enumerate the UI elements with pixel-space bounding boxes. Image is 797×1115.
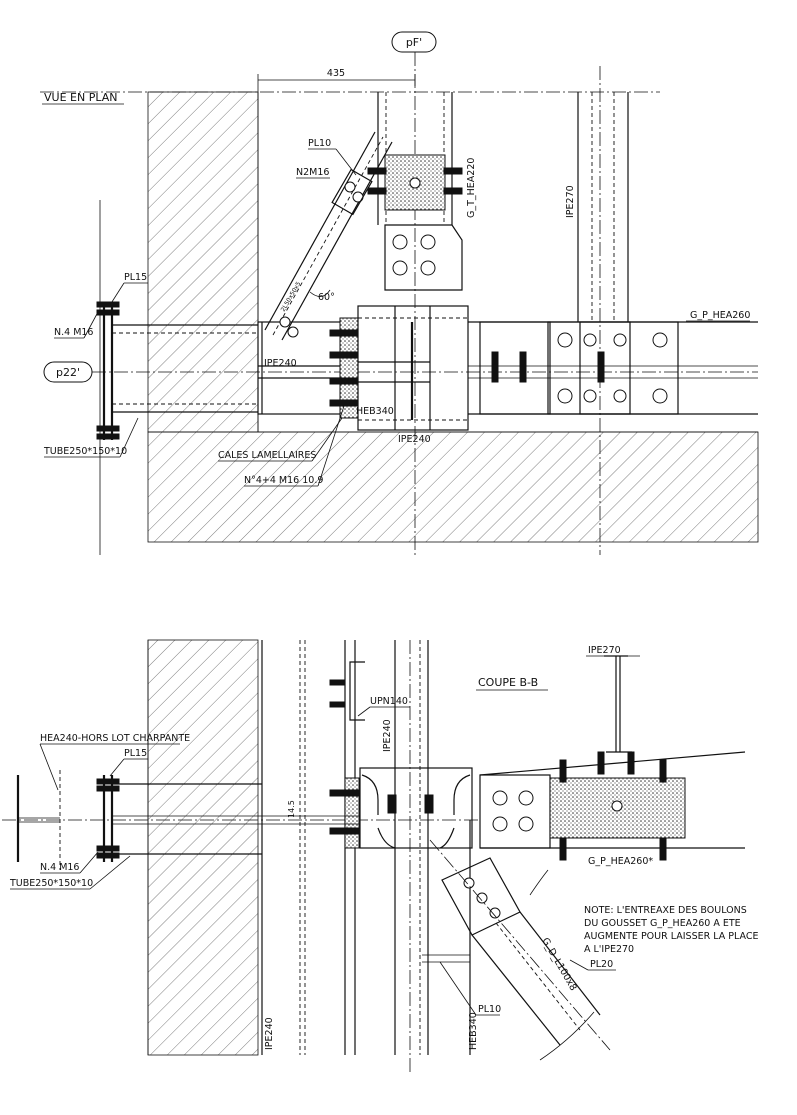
label-plan-cales: CALES LAMELLAIRES [218,450,316,461]
label-plan-ipe240-bottom: IPE240 [398,434,431,445]
section-note: NOTE: L'ENTREAXE DES BOULONS DU GOUSSET … [584,905,758,955]
svg-text:pF': pF' [406,36,422,49]
section-ipe270 [604,655,632,753]
plan-ipe270 [577,92,629,322]
label-section-pl15: PL15 [124,748,147,759]
note-line-3: AUGMENTE POUR LAISSER LA PLACE [584,931,758,942]
label-section-tube: TUBE250*150*10 [9,878,93,889]
section-hea260-inclined [479,751,746,861]
label-section-n4m16: N.4 M16 [40,862,79,873]
label-section-ipe270: IPE270 [588,645,621,656]
label-section-heb340: HEB340 [468,1012,479,1050]
section-wall [147,639,259,1056]
label-plan-n2m16: N2M16 [296,167,329,178]
note-line-4: A L'IPE270 [584,944,634,955]
dimension-435: 435 [327,68,345,79]
label-section-upn140: UPN140 [370,696,408,707]
plan-view-title: VUE EN PLAN [44,91,117,104]
label-section-ipe240-bottom: IPE240 [264,1017,275,1050]
note-line-2: DU GOUSSET G_P_HEA260 A ETE [584,918,741,929]
section-diagonal-l100 [429,839,611,1061]
label-section-pl20: PL20 [590,959,613,970]
plan-wall-vertical [147,91,259,433]
plan-hea220-column [367,92,463,291]
label-plan-ipe240-left: IPE240 [264,358,297,369]
label-section-ipe240-top: IPE240 [382,719,393,752]
label-plan-n4m16: N.4 M16 [54,327,93,338]
section-view: HEA240-HORS LOT CHARPANTE PL15 N.4 M16 T… [2,639,758,1075]
label-plan-pl10: PL10 [308,138,331,149]
label-plan-ipe270: IPE270 [565,185,576,218]
label-plan-hea220: G_T_HEA220 [466,158,477,218]
axis-bubble-pF: pF' [391,31,437,53]
plan-wall-horizontal [147,431,759,543]
label-plan-heb340: HEB340 [356,406,394,417]
label-plan-angle: 60° [318,292,335,303]
label-section-hea260: G_P_HEA260* [588,856,653,867]
plan-tube-bolts [96,301,120,440]
axis-bubble-p22: p22' [43,361,93,383]
svg-text:p22': p22' [56,366,80,379]
label-plan-hea260: G_P_HEA260 [690,310,750,321]
plan-diagonal-brace [264,131,393,341]
label-section-pl10: PL10 [478,1004,501,1015]
section-upn140 [329,661,365,721]
plan-hea260 [468,321,758,415]
label-section-hea240-hors-lot: HEA240-HORS LOT CHARPANTE [40,733,190,744]
plan-heb340-block [329,305,469,431]
section-view-title: COUPE B-B [478,676,538,689]
label-section-g-d-l100: G_D_L100x8 [539,936,578,993]
label-section-dim145: 14.5 [287,800,296,818]
label-plan-bolts: N°4+4 M16 10.9 [244,475,323,486]
label-plan-tube: TUBE250*150*10 [43,446,127,457]
plan-view: pF' p22' VUE EN PLAN 435 [40,31,759,555]
section-hea240-left [16,770,360,870]
label-plan-pl15: PL15 [124,272,147,283]
section-lamellar-block [329,767,473,849]
note-line-1: NOTE: L'ENTREAXE DES BOULONS [584,905,747,916]
